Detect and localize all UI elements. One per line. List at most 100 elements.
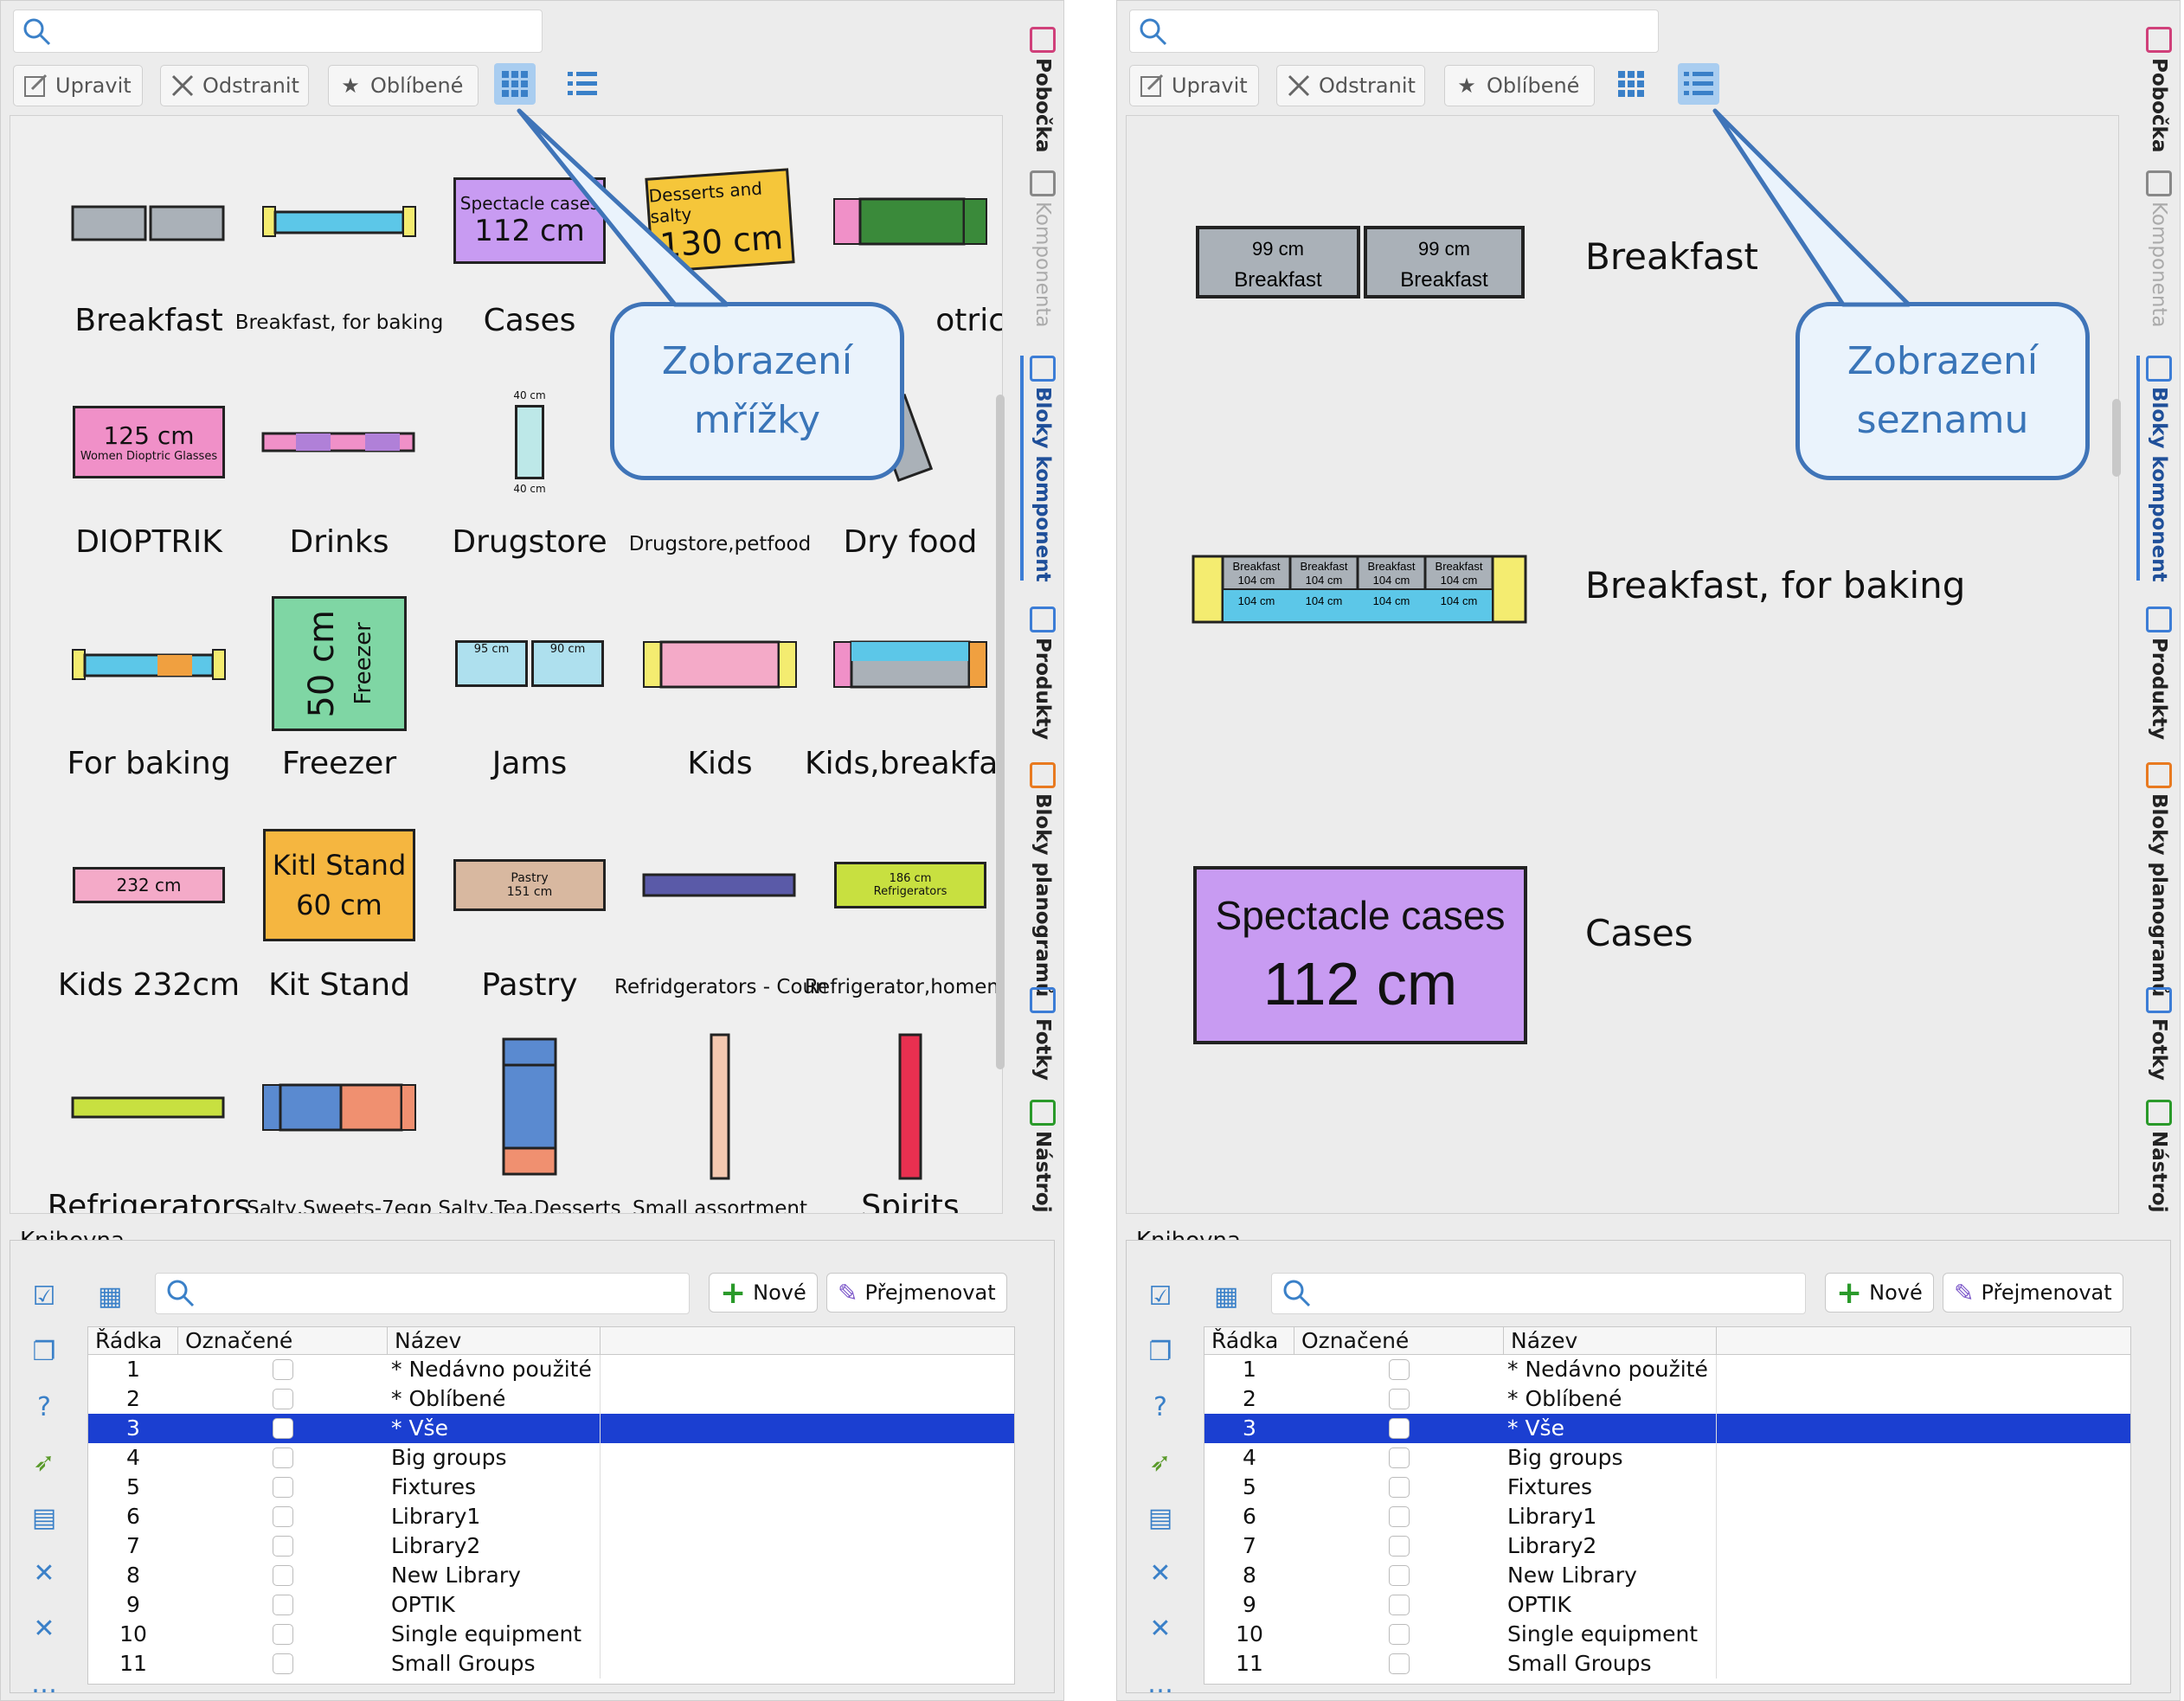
row-checkbox[interactable] xyxy=(1389,1565,1410,1586)
row-checkbox[interactable] xyxy=(1389,1389,1410,1409)
edit-button[interactable]: Upravit xyxy=(13,65,143,106)
row-checkbox[interactable] xyxy=(273,1565,293,1586)
list-item[interactable]: Spectacle cases 112 cm Cases xyxy=(1170,866,2118,1076)
grid-item[interactable]: Kids xyxy=(625,566,815,787)
row-checkbox[interactable] xyxy=(273,1653,293,1674)
grid-item[interactable]: Kids,breakfast xyxy=(805,566,1002,787)
sidebar-tab-4[interactable]: Produkty xyxy=(2140,607,2178,740)
row-checkbox[interactable] xyxy=(273,1536,293,1557)
sidebar-tab-6[interactable]: Fotky xyxy=(1024,987,1062,1081)
delete-button[interactable]: Odstranit xyxy=(160,65,309,106)
row-checkbox[interactable] xyxy=(273,1477,293,1498)
copy-icon[interactable]: ❐ xyxy=(1148,1336,1172,1367)
grid-item[interactable] xyxy=(815,123,1002,344)
grid-item[interactable]: Drugstore,petfood xyxy=(625,344,815,566)
new-button[interactable]: +Nové xyxy=(709,1273,818,1313)
sidebar-tab-5[interactable]: Bloky planogramů xyxy=(2140,762,2178,997)
grid-item[interactable]: Salty,Sweets-7egp xyxy=(244,1009,434,1213)
column-header[interactable]: Název xyxy=(388,1327,601,1354)
row-checkbox[interactable] xyxy=(273,1418,293,1439)
grid-item[interactable]: For baking xyxy=(54,566,244,787)
sidebar-tab-1[interactable]: Pobočka xyxy=(2140,27,2178,152)
grid-item[interactable]: Spirits xyxy=(815,1009,1002,1213)
row-checkbox[interactable] xyxy=(273,1447,293,1468)
row-checkbox[interactable] xyxy=(1389,1624,1410,1645)
list-item[interactable]: 99 cm Breakfast 99 cm Breakfast Breakfas… xyxy=(1170,168,2118,376)
sidebar-tab-7[interactable]: Nástroj xyxy=(1024,1100,1062,1212)
sidebar-tab-1[interactable]: Pobočka xyxy=(1024,27,1062,152)
more-icon[interactable]: … xyxy=(31,1668,57,1699)
list-view-button[interactable] xyxy=(562,63,603,105)
row-checkbox[interactable] xyxy=(1389,1477,1410,1498)
sidebar-tab-7[interactable]: Nástroj xyxy=(2140,1100,2178,1212)
delete-button[interactable]: Odstranit xyxy=(1276,65,1425,106)
rename-button[interactable]: ✎Přejmenovat xyxy=(826,1273,1007,1313)
sidebar-tab-6[interactable]: Fotky xyxy=(2140,987,2178,1081)
more-icon[interactable]: … xyxy=(1147,1668,1173,1699)
column-header[interactable]: Řádka xyxy=(88,1327,178,1354)
column-header[interactable]: Název xyxy=(1504,1327,1717,1354)
table-row[interactable]: 1* Nedávno použité xyxy=(1204,1355,2130,1384)
grid-item[interactable]: Refrigerators xyxy=(48,1009,250,1213)
search-input[interactable] xyxy=(13,10,543,53)
rename-button[interactable]: ✎Přejmenovat xyxy=(1943,1273,2123,1313)
grid-item[interactable]: Small assortment xyxy=(625,1009,815,1213)
row-checkbox[interactable] xyxy=(1389,1653,1410,1674)
grid-item[interactable]: Breakfast xyxy=(54,123,244,344)
table-settings-icon[interactable]: ▦ xyxy=(98,1281,123,1312)
column-header[interactable]: Označené xyxy=(1294,1327,1504,1354)
row-checkbox[interactable] xyxy=(1389,1418,1410,1439)
copy-icon[interactable]: ❐ xyxy=(32,1336,56,1367)
xo-grid-alt-icon[interactable]: ✕ xyxy=(33,1613,55,1644)
sidebar-tab-2[interactable]: Komponenta xyxy=(2140,170,2178,328)
library-search-input[interactable] xyxy=(1271,1273,1806,1314)
favorites-button[interactable]: ★ Oblíbené xyxy=(1444,65,1595,106)
edit-button[interactable]: Upravit xyxy=(1129,65,1259,106)
new-button[interactable]: +Nové xyxy=(1825,1273,1934,1313)
checklist-icon[interactable]: ☑ xyxy=(32,1281,56,1312)
table-row[interactable]: 3* Vše xyxy=(88,1414,1014,1443)
search-input[interactable] xyxy=(1129,10,1659,53)
column-header[interactable]: Řádka xyxy=(1204,1327,1294,1354)
cursor-icon[interactable]: ➶ xyxy=(33,1447,55,1478)
row-checkbox[interactable] xyxy=(273,1595,293,1615)
row-checkbox[interactable] xyxy=(1389,1359,1410,1380)
sidebar-tab-4[interactable]: Produkty xyxy=(1024,607,1062,740)
row-checkbox[interactable] xyxy=(273,1624,293,1645)
favorites-button[interactable]: ★ Oblíbené xyxy=(328,65,479,106)
list-view-button[interactable] xyxy=(1678,63,1719,105)
sidebar-tab-2[interactable]: Komponenta xyxy=(1024,170,1062,328)
xo-grid-alt-icon[interactable]: ✕ xyxy=(1149,1613,1172,1644)
grid-item[interactable]: Refridgerators - Counters xyxy=(614,787,825,1009)
table-row[interactable]: 1* Nedávno použité xyxy=(88,1355,1014,1384)
xo-grid-icon[interactable]: ✕ xyxy=(1149,1557,1172,1589)
help-icon[interactable]: ? xyxy=(37,1391,51,1422)
grid-scrollbar[interactable] xyxy=(996,395,1005,1069)
list-scrollbar[interactable] xyxy=(2112,399,2121,477)
table-row[interactable]: 3* Vše xyxy=(1204,1414,2130,1443)
grid-view-button[interactable] xyxy=(1610,63,1652,105)
grid-view-button[interactable] xyxy=(494,63,536,105)
sidebar-tab-5[interactable]: Bloky planogramů xyxy=(1024,762,1062,997)
grid-item[interactable]: Breakfast, for baking xyxy=(235,123,443,344)
column-header[interactable]: Označené xyxy=(178,1327,388,1354)
table-row[interactable]: 2* Oblíbené xyxy=(1204,1384,2130,1414)
